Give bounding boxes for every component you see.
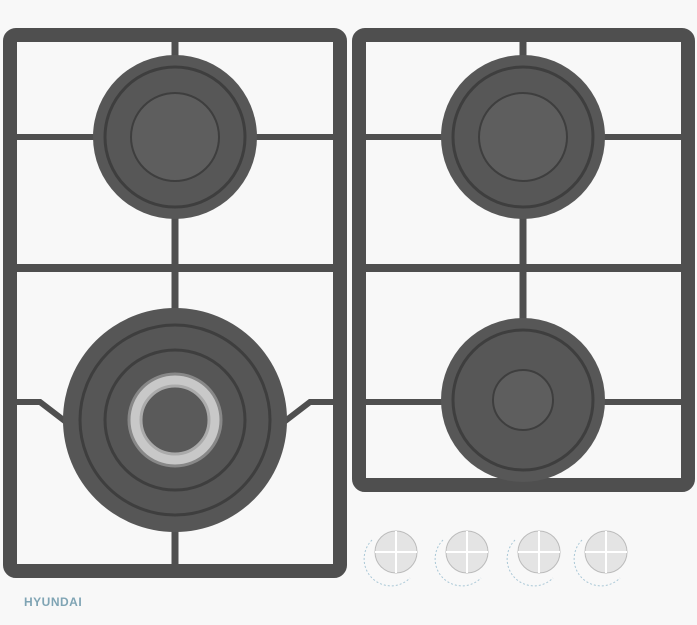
knob-1[interactable] bbox=[363, 530, 418, 587]
knob-2[interactable] bbox=[434, 530, 489, 587]
knob-4[interactable] bbox=[573, 530, 628, 587]
burner-right-bottom bbox=[441, 318, 605, 482]
burner-left-bottom-wok bbox=[63, 308, 287, 532]
burner-left-top bbox=[93, 55, 257, 219]
burner-right-top bbox=[441, 55, 605, 219]
brand-logo: HYUNDAI bbox=[24, 595, 83, 609]
control-knobs bbox=[363, 530, 628, 587]
knob-3[interactable] bbox=[506, 530, 561, 587]
